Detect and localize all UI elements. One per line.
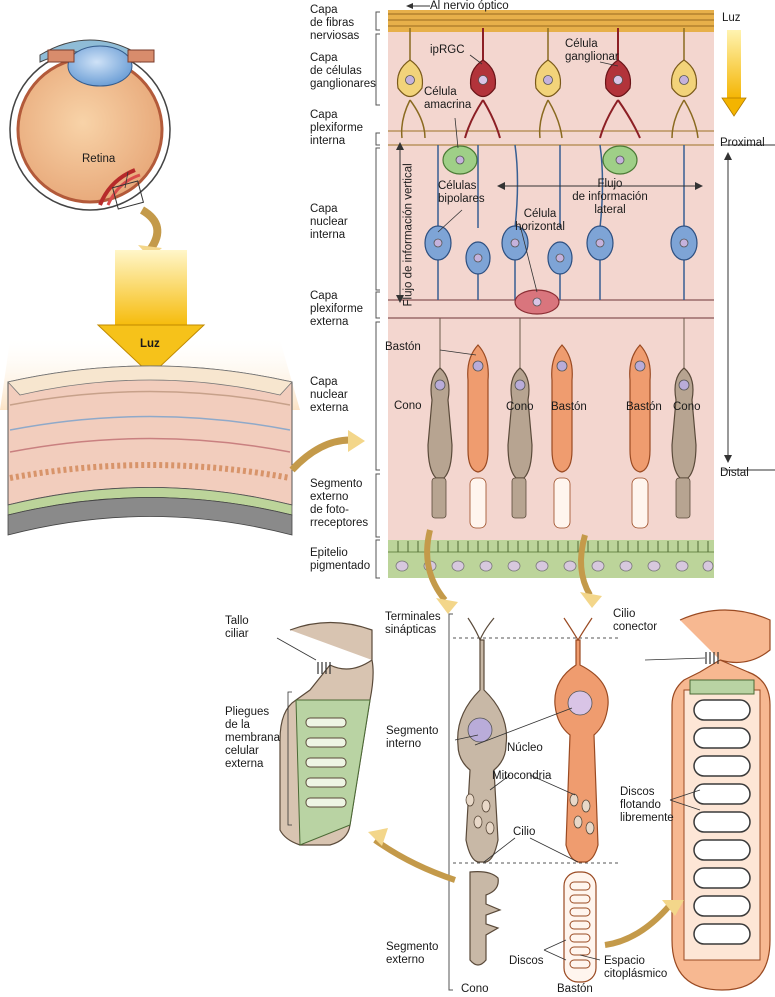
proximal-label: Proximal (720, 137, 765, 149)
synaptic-terminals-label: Terminales sinápticas (385, 611, 441, 636)
rod-detail (554, 639, 609, 863)
cone-label-right: Cono (673, 401, 701, 413)
cone-outer-segment-detail (279, 621, 374, 846)
cone-label-mid: Cono (506, 401, 534, 413)
layer-label-outer-segment: Segmento externo de foto- rreceptores (310, 478, 369, 529)
distal-label: Distal (720, 467, 749, 479)
cone-label-bottom: Cono (461, 983, 489, 995)
outer-segment-label: Segmento externo (386, 941, 439, 966)
iprgc-label: ipRGC (430, 44, 465, 56)
vertical-flow-label: Flujo de información vertical (402, 163, 415, 307)
discs-label: Discos (509, 955, 544, 967)
light-label-right: Luz (722, 12, 741, 24)
connecting-cilium-label: Cilio conector (613, 608, 658, 633)
rod-label-bottom: Bastón (557, 983, 593, 995)
layer-label-outer-nuclear: Capa nuclear externa (310, 376, 349, 414)
cone-label-left: Cono (394, 400, 422, 412)
lateral-flow-label: Flujo de información lateral (572, 178, 648, 216)
light-label-eye: Luz (140, 338, 160, 350)
light-arrow-icon (96, 324, 206, 376)
layer-label-pigment-epithelium: Epitelio pigmentado (310, 547, 371, 572)
mitochondria-label: Mitocondria (492, 770, 552, 782)
eyeball (9, 39, 171, 211)
rod-label-top: Bastón (385, 341, 421, 353)
cilium-label: Cilio (513, 826, 536, 838)
ganglion-cell-label: Célula ganglionar (565, 38, 619, 63)
inner-segment-label: Segmento interno (386, 725, 439, 750)
cone-detail (457, 639, 508, 966)
membrane-folds-label: Pliegues de la membrana celular externa (225, 706, 280, 770)
retina-section-block (7, 365, 293, 536)
rod-label-right: Bastón (626, 401, 662, 413)
cytoplasmic-space-label: Espacio citoplásmico (604, 955, 668, 980)
bipolar-cells-label: Células bipolares (438, 180, 485, 205)
layer-brackets (375, 11, 380, 579)
retina-panel (388, 10, 714, 578)
layer-label-inner-nuclear: Capa nuclear interna (310, 203, 348, 241)
optic-nerve-label: Al nervio óptico (430, 0, 509, 12)
rod-label-mid: Bastón (551, 401, 587, 413)
layer-label-nerve-fibers: Capa de fibras nerviosas (310, 4, 360, 42)
retina-label: Retina (82, 153, 116, 165)
leader-lines (124, 54, 706, 961)
horizontal-cell-label: Célula horizontal (515, 208, 565, 233)
ciliary-stalk-label: Tallo ciliar (225, 615, 249, 640)
layer-label-inner-plexiform: Capa plexiforme interna (310, 109, 364, 147)
rod-outer-segment-detail (671, 609, 771, 991)
light-arrow-right (727, 30, 741, 100)
amacrine-cell-label: Célula amacrina (424, 86, 472, 111)
light-beam (115, 250, 187, 330)
floating-discs-label: Discos flotando libremente (620, 786, 674, 824)
nucleus-label: Núcleo (507, 742, 543, 754)
bottom-brackets (448, 613, 620, 991)
eye-to-section-arrow (139, 206, 162, 253)
layer-label-outer-plexiform: Capa plexiforme externa (310, 290, 364, 328)
layer-label-ganglion: Capa de células ganglionares (310, 52, 376, 90)
